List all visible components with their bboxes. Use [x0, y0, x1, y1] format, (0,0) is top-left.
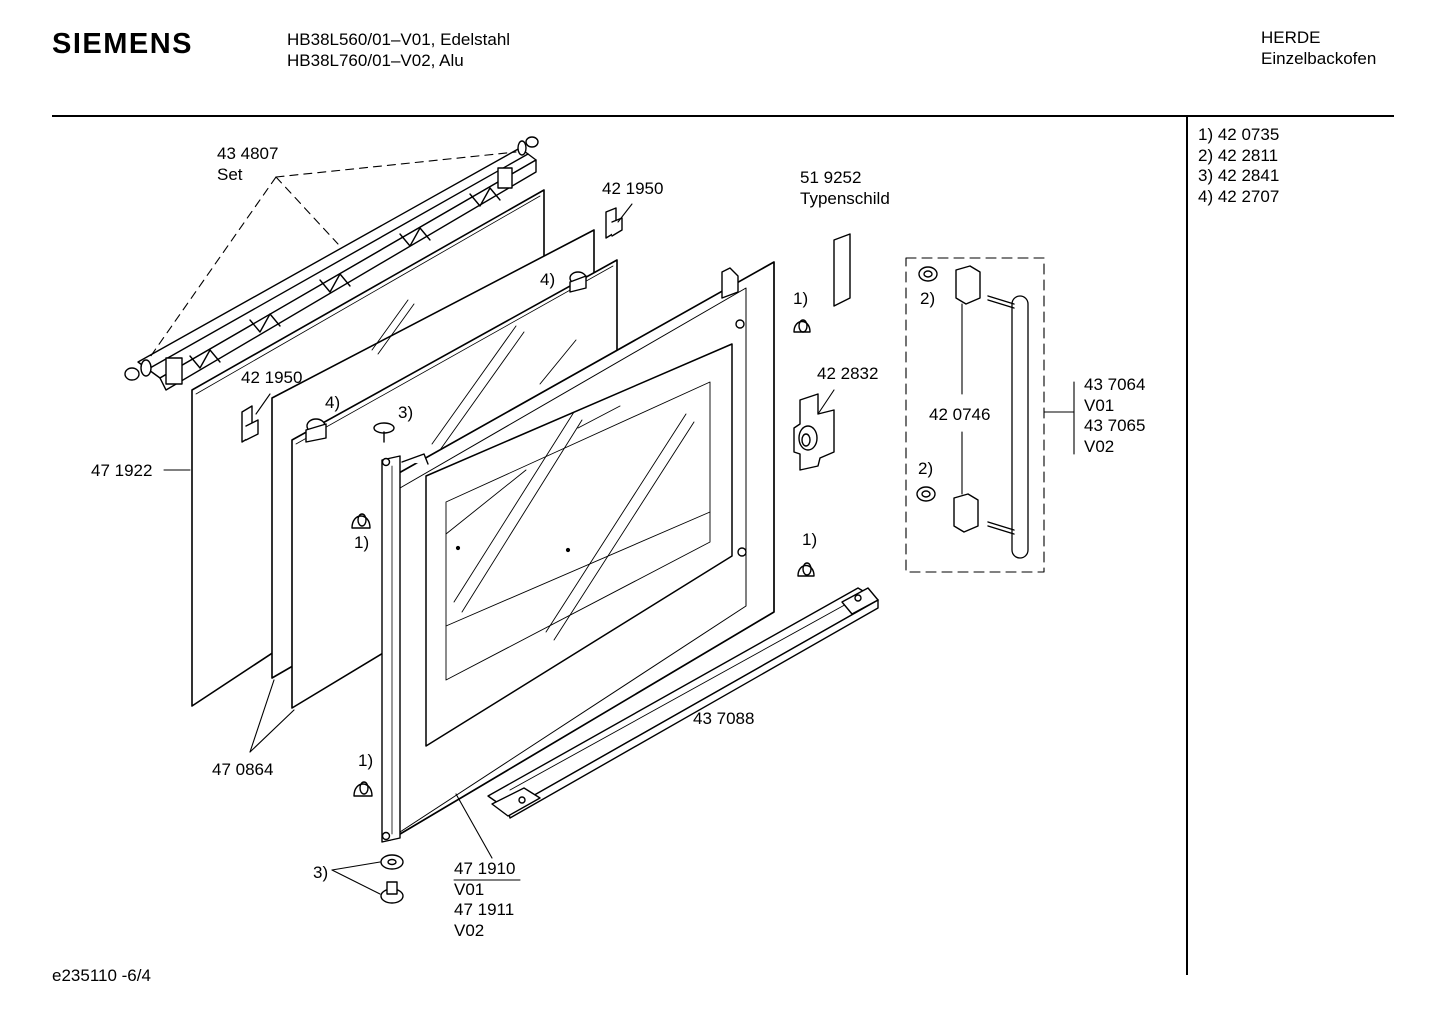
- label-clip-left: 42 1950: [241, 368, 303, 387]
- label-glass-inner: 47 1922: [91, 461, 153, 480]
- legend-item-4: 4) 42 2707: [1198, 186, 1280, 206]
- pane-holder-left: [305, 418, 327, 443]
- screw-bolt: [380, 881, 404, 904]
- legend-divider: [1186, 117, 1188, 975]
- category-sub: Einzelbackofen: [1261, 49, 1377, 68]
- legend-item-1: 1) 42 0735: [1198, 125, 1280, 144]
- category-main: HERDE: [1261, 28, 1321, 47]
- glass-callout-lines: [163, 469, 295, 753]
- callout-ref4-a: 4): [540, 270, 556, 289]
- category-label: HERDE Einzelbackofen: [1261, 27, 1376, 69]
- label-handle-mount: 42 0746: [929, 405, 991, 424]
- door-front-panel: [381, 261, 775, 843]
- legend-item-3: 3) 42 2841: [1198, 166, 1280, 185]
- callout-ref2-b: 2): [918, 459, 934, 478]
- glass-clip-left: [241, 393, 271, 443]
- callout-ref2-a: 2): [920, 289, 936, 308]
- label-bottom-rail: 43 7088: [693, 709, 755, 728]
- callout-ref4-b: 4): [325, 393, 341, 412]
- top-rail-set: [124, 136, 539, 391]
- door-buffer-2: [351, 513, 371, 529]
- callout-ref3-a: 3): [398, 403, 414, 422]
- label-top-rail-set: 43 4807 Set: [217, 144, 279, 184]
- callout-ref3-b: 3): [313, 863, 329, 882]
- set-callout-lines: [147, 151, 517, 361]
- hinge-bracket: [793, 389, 835, 471]
- label-handle: 43 7064 V01 43 7065 V02: [1084, 375, 1146, 456]
- label-door-front: 47 1910 V01 47 1911 V02: [454, 859, 516, 940]
- label-hinge-bracket: 42 2832: [817, 364, 879, 383]
- model-v01: HB38L560/01–V01, Edelstahl: [287, 30, 511, 49]
- label-rating-plate: 51 9252 Typenschild: [800, 168, 890, 208]
- rating-plate: [833, 233, 851, 307]
- glass-clip-top: [605, 203, 633, 239]
- drawing-code: e235110 -6/4: [52, 966, 151, 985]
- screw-callout-lines: [331, 861, 381, 895]
- door-buffer-1: [793, 319, 811, 333]
- callout-ref1-c: 1): [802, 530, 818, 549]
- model-list: HB38L560/01–V01, Edelstahl HB38L760/01–V…: [287, 29, 510, 71]
- callout-ref1-a: 1): [793, 289, 809, 308]
- pane-holder-top: [569, 271, 587, 293]
- brand-logo: SIEMENS: [52, 28, 194, 60]
- door-buffer-3: [797, 562, 815, 577]
- legend-list: 1) 42 0735 2) 42 2811 3) 42 2841 4) 42 2…: [1198, 125, 1279, 207]
- handle-group: [905, 257, 1075, 573]
- legend-item-2: 2) 42 2811: [1198, 145, 1279, 165]
- bottom-rail: [487, 587, 879, 819]
- door-front-callout: [455, 793, 493, 859]
- label-clip-top: 42 1950: [602, 179, 664, 198]
- screw-top: [373, 422, 395, 443]
- callout-ref1-d: 1): [358, 751, 374, 770]
- callout-ref1-b: 1): [354, 533, 370, 552]
- label-glass-middle: 47 0864: [212, 760, 274, 779]
- door-buffer-4: [353, 781, 373, 797]
- screw-washer: [380, 854, 404, 870]
- header-divider: [52, 115, 1394, 117]
- model-v02: HB38L760/01–V02, Alu: [287, 51, 464, 70]
